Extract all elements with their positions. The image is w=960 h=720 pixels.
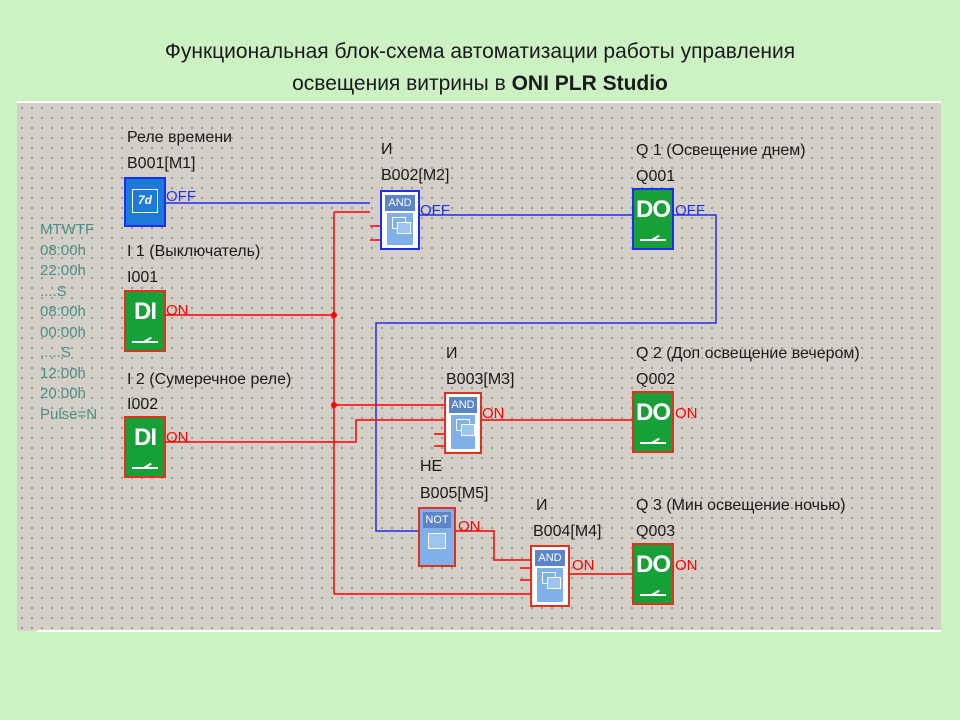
- b002-state: OFF: [420, 202, 450, 219]
- b003-head: AND: [449, 397, 477, 413]
- b002-caption: И: [381, 141, 393, 158]
- b003-id: B003[M3]: [446, 371, 515, 388]
- q001-output-block[interactable]: DO: [632, 188, 674, 250]
- b002-head: AND: [385, 195, 415, 211]
- title-product-name: ONI PLR Studio: [511, 72, 668, 95]
- switch-icon: [132, 461, 158, 469]
- switch-icon: [640, 588, 666, 596]
- i002-input-block[interactable]: DI: [124, 416, 166, 478]
- wire-b005-b004: [456, 530, 530, 561]
- q002-label: DO: [636, 399, 671, 426]
- q003-state: ON: [675, 557, 698, 574]
- b002-id: B002[M2]: [381, 167, 450, 184]
- wire-q001-b005: [375, 214, 717, 532]
- q001-label: DO: [636, 196, 671, 223]
- b004-id: B004[M4]: [533, 523, 602, 540]
- timer-param: 08:00h: [40, 303, 86, 320]
- b001-state: OFF: [166, 188, 196, 205]
- b001-id: B001[M1]: [127, 155, 196, 172]
- q003-output-block[interactable]: DO: [632, 543, 674, 605]
- timer-param: ....S: [40, 282, 67, 300]
- timer-param: 08:00h: [40, 241, 86, 259]
- switch-icon: [640, 436, 666, 444]
- q003-caption: Q 3 (Мин освещение ночью): [636, 497, 846, 514]
- junction-dot: [331, 312, 337, 318]
- and-gate-icon: [537, 568, 563, 602]
- q002-caption: Q 2 (Доп освещение вечером): [636, 345, 860, 362]
- b003-and-block[interactable]: AND: [444, 392, 482, 454]
- timer-param: 22:00h: [40, 262, 86, 279]
- i001-id: I001: [127, 269, 159, 286]
- title-line-2-text: освещения витрины в: [292, 72, 512, 95]
- q003-label: DO: [636, 551, 671, 578]
- canvas-bottom-edge: [37, 630, 941, 632]
- q002-output-block[interactable]: DO: [632, 391, 674, 453]
- clock-icon: 7d: [132, 189, 158, 213]
- junction-dot: [331, 402, 337, 408]
- q001-id: Q001: [636, 168, 676, 185]
- b004-head: AND: [535, 550, 565, 566]
- title-line-1: Функциональная блок-схема автоматизации …: [164, 40, 796, 63]
- timer-param: MTWTF: [40, 221, 95, 238]
- b001-caption: Реле времени: [127, 129, 232, 146]
- i002-state: ON: [166, 429, 189, 446]
- timer-param: 12:00h: [40, 364, 86, 382]
- q001-state: OFF: [675, 202, 705, 219]
- timer-param: 20:00h: [40, 385, 86, 402]
- b005-not-block[interactable]: NOT: [418, 507, 456, 567]
- slide-title: Функциональная блок-схема автоматизации …: [0, 36, 960, 100]
- timer-param: 00:00h: [40, 323, 86, 341]
- q002-id: Q002: [636, 371, 676, 388]
- i002-caption: I 2 (Сумеречное реле): [127, 371, 292, 388]
- timer-param: Pulse=N: [40, 405, 98, 423]
- timer-param: .....S: [40, 344, 71, 361]
- diagram-canvas[interactable]: [17, 101, 941, 631]
- b005-head: NOT: [423, 512, 451, 528]
- and-gate-icon: [387, 213, 413, 245]
- q002-state: ON: [675, 405, 698, 422]
- b002-and-block[interactable]: AND: [380, 190, 420, 250]
- b003-caption: И: [446, 345, 458, 362]
- wire-i002-b003: [166, 419, 444, 443]
- i001-caption: I 1 (Выключатель): [127, 243, 261, 260]
- and-gate-icon: [451, 415, 475, 449]
- b004-and-block[interactable]: AND: [530, 545, 570, 607]
- q001-caption: Q 1 (Освещение днем): [636, 142, 806, 159]
- switch-icon: [640, 233, 666, 241]
- b004-caption: И: [536, 497, 548, 514]
- b005-state: ON: [458, 518, 481, 535]
- b005-id: B005[M5]: [420, 485, 489, 502]
- b005-caption: НЕ: [420, 458, 443, 475]
- i001-input-block[interactable]: DI: [124, 290, 166, 352]
- i002-id: I002: [127, 396, 159, 413]
- b004-state: ON: [572, 557, 595, 574]
- b001-timer-block[interactable]: 7d: [124, 177, 166, 227]
- i002-label: DI: [134, 424, 157, 451]
- title-line-2: освещения витрины в ONI PLR Studio: [0, 68, 960, 100]
- not-gate-icon: [428, 533, 446, 549]
- switch-icon: [132, 335, 158, 343]
- timer-params: MTWTF 08:00h 22:00h ....S 08:00h 00:00h …: [40, 220, 97, 425]
- i001-label: DI: [134, 298, 157, 325]
- b003-state: ON: [482, 405, 505, 422]
- q003-id: Q003: [636, 523, 676, 540]
- i001-state: ON: [166, 302, 189, 319]
